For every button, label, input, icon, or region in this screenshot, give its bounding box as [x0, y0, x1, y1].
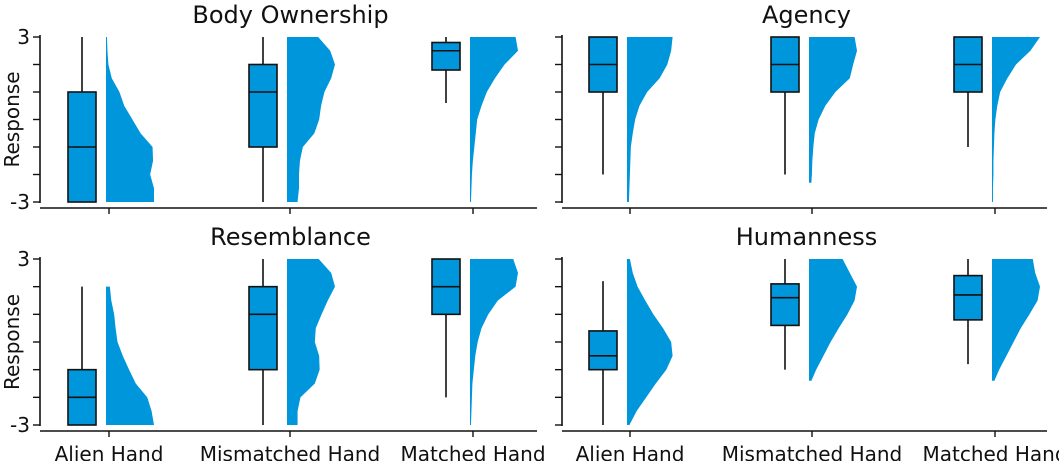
panel-title: Resemblance: [210, 223, 371, 251]
y-axis-label: Response: [0, 294, 24, 390]
x-tick-label: Alien Hand: [55, 442, 164, 461]
panel-title: Body Ownership: [192, 1, 388, 29]
x-tick-label: Matched Hand: [922, 442, 1059, 461]
density-violin: [470, 37, 518, 202]
box: [248, 285, 278, 371]
x-tick-label: Mismatched Hand: [722, 442, 903, 461]
density-violin: [106, 286, 154, 425]
x-tick-label: Mismatched Hand: [200, 442, 381, 461]
density-violin: [809, 259, 857, 381]
box: [248, 63, 278, 148]
y-axis-label: Response: [0, 71, 24, 167]
x-tick-label: Alien Hand: [576, 442, 685, 461]
density-violin: [287, 37, 335, 202]
y-tick-label: -3: [10, 413, 30, 437]
density-violin: [627, 259, 673, 425]
density-violin: [627, 37, 673, 202]
density-violin: [470, 259, 518, 425]
box: [431, 41, 461, 71]
y-tick-label: -3: [10, 190, 30, 214]
panel-title: Agency: [762, 1, 851, 29]
y-tick-label: 3: [17, 247, 30, 271]
box: [953, 274, 983, 321]
box: [588, 330, 618, 371]
panel-title: Humanness: [736, 223, 878, 251]
density-violin: [106, 37, 154, 202]
density-violin: [992, 37, 1040, 202]
x-tick-label: Matched Hand: [400, 442, 545, 461]
density-violin: [287, 259, 335, 425]
panel-1: Agency: [555, 1, 1047, 214]
y-tick-label: 3: [17, 25, 30, 49]
box: [770, 283, 800, 327]
density-violin: [992, 259, 1040, 381]
density-violin: [809, 37, 857, 183]
